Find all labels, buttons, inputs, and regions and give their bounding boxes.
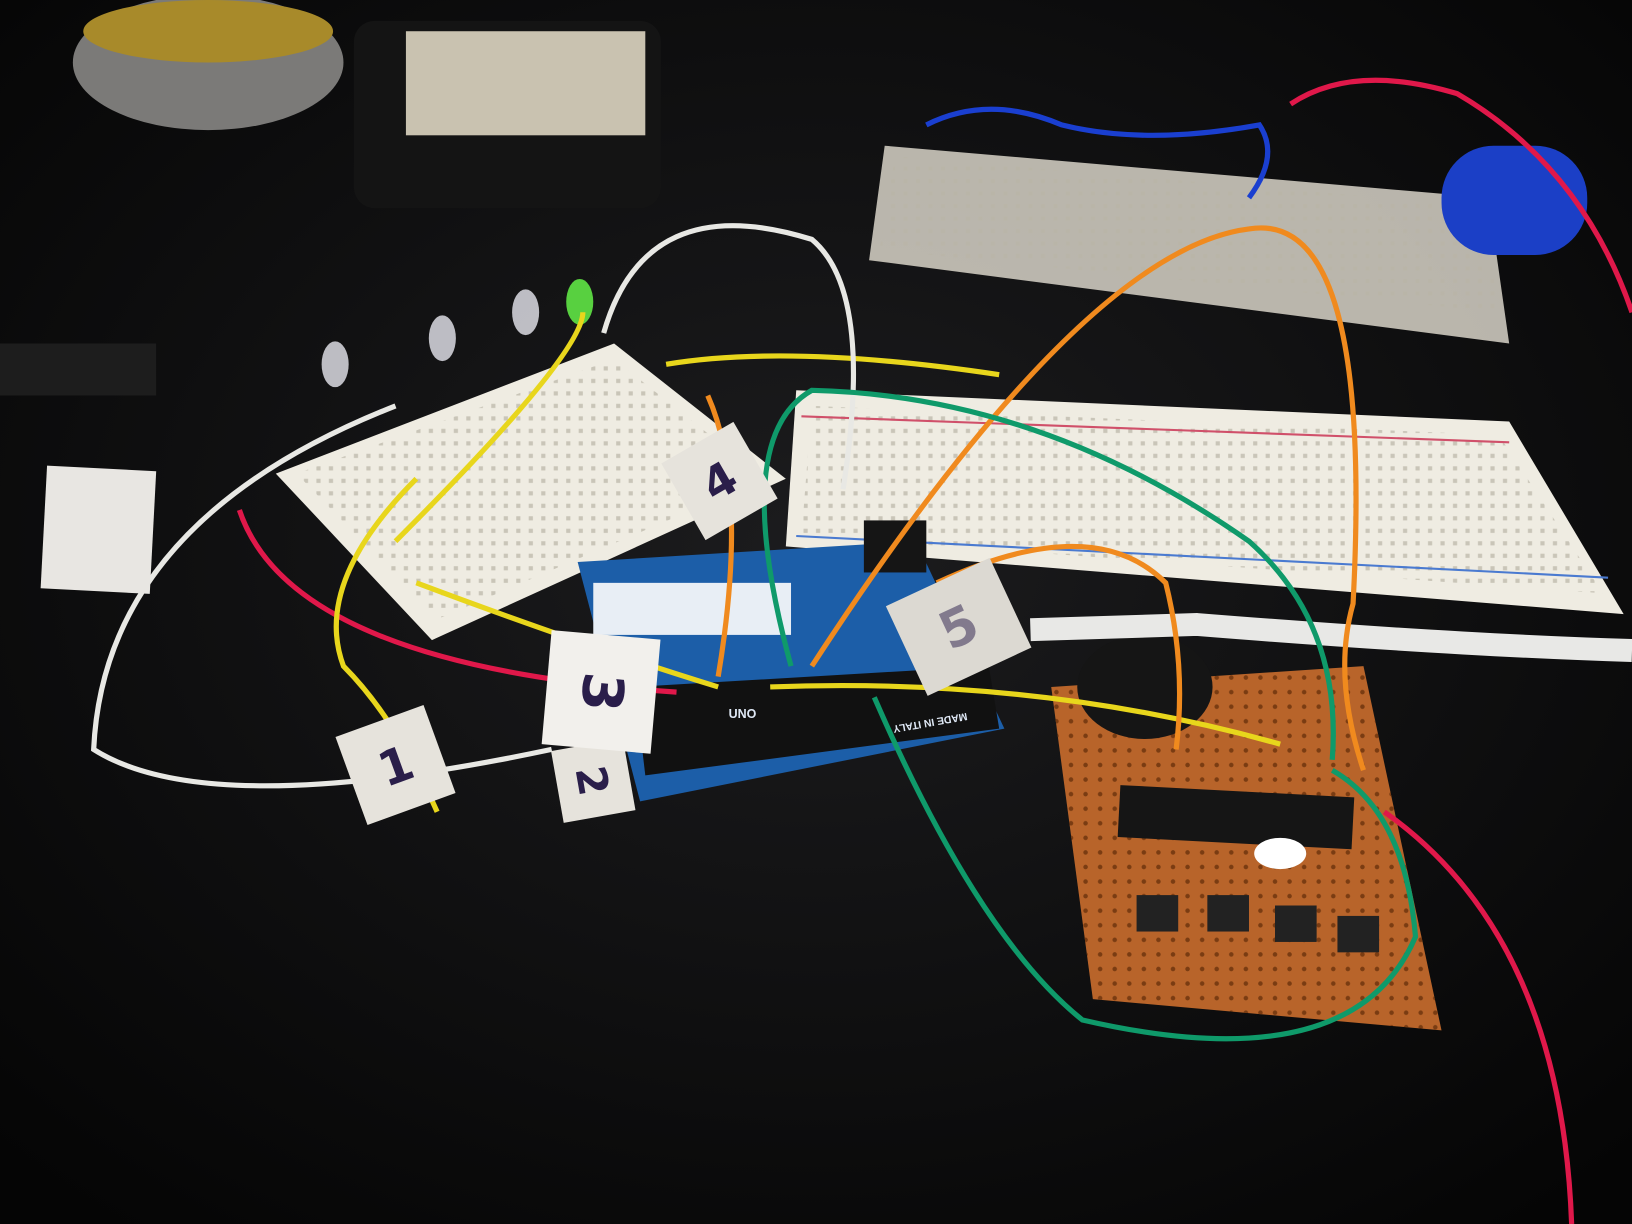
solder-tip-cleaner: [72, 0, 344, 131]
usb-cable: [1030, 613, 1632, 662]
foam-block: [0, 343, 157, 396]
tape-label-4: 4: [661, 421, 778, 541]
breadboard-back: [869, 145, 1510, 344]
wallet: [353, 20, 661, 209]
tape-label-3: 3: [541, 630, 661, 754]
arduino-brand-text: UNO: [729, 707, 757, 721]
tape-label-5: 5: [885, 557, 1032, 696]
tape-label-blank: [40, 465, 157, 594]
label-3-text: 3: [567, 670, 635, 715]
leds: [321, 278, 594, 388]
tape-label-2: 2: [551, 738, 636, 823]
breadboard-left: [275, 343, 786, 641]
perfboard-circuit: [1051, 634, 1442, 1031]
tape-label-1: 1: [335, 704, 456, 826]
electrical-tape-roll: [1441, 145, 1588, 255]
